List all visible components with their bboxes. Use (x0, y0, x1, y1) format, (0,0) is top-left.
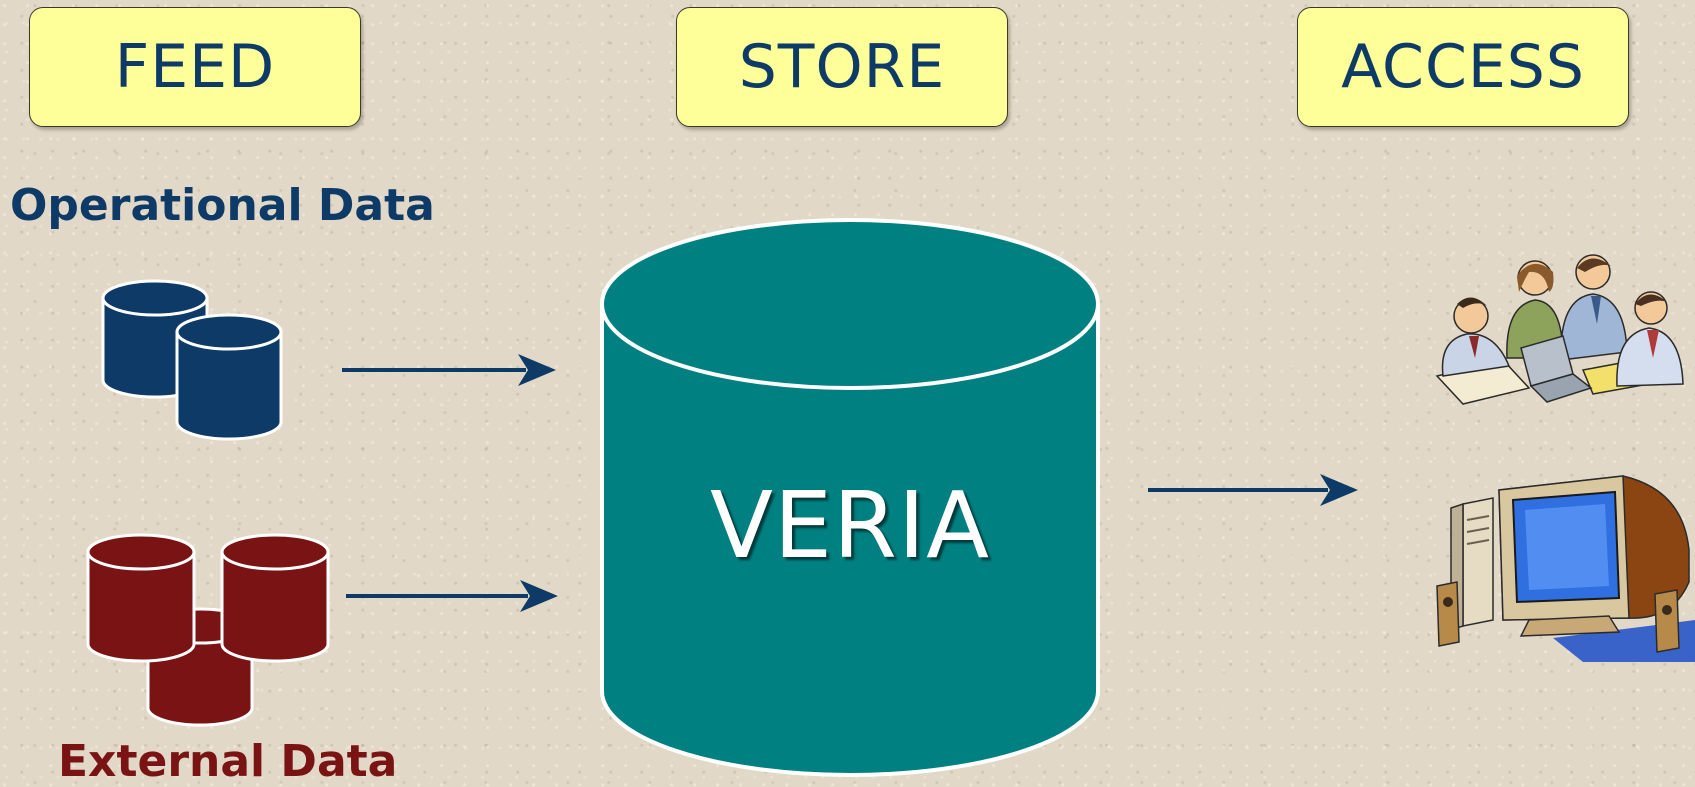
header-feed-label: FEED (114, 32, 276, 102)
operational-data-label: Operational Data (10, 180, 435, 231)
external-data-label: External Data (58, 736, 398, 787)
arrow-store-to-access (1148, 474, 1358, 506)
header-access: ACCESS (1297, 7, 1629, 127)
header-store-label: STORE (738, 32, 946, 102)
header-access-label: ACCESS (1341, 32, 1585, 102)
operational-database-icon (101, 279, 283, 441)
header-feed: FEED (29, 7, 361, 127)
header-store: STORE (676, 7, 1008, 127)
arrow-operational-to-store (342, 354, 556, 386)
store-cylinder-icon (600, 218, 1100, 777)
external-database-icon (86, 533, 330, 727)
desktop-computer-icon (1436, 475, 1695, 662)
arrow-external-to-store (346, 580, 558, 612)
people-meeting-icon (1435, 254, 1684, 405)
store-label: VERIA (709, 472, 991, 579)
